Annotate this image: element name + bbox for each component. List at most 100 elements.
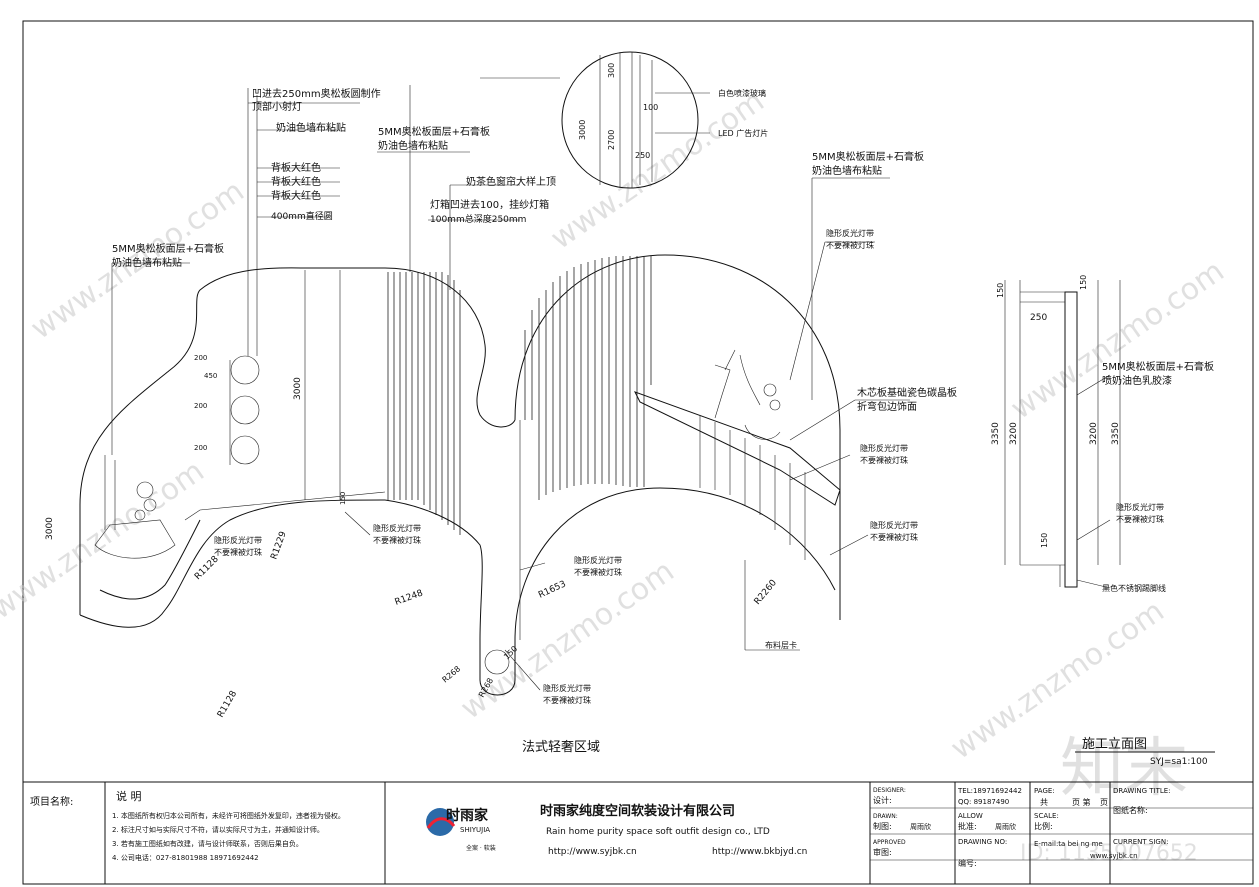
right-arch-elevation [479,254,841,696]
tb-page: PAGE: [1034,787,1055,795]
tb-email: E-mail:ta bei ng me [1034,840,1103,848]
logo-sub: 全案 · 软装 [466,844,496,852]
label-wallcloth: 奶油色墙布粘贴 [276,121,346,134]
tb-designer-cn: 设计: [873,795,892,805]
leader-lines [111,85,910,691]
label-led-g2: 不要裸被灯珠 [543,695,591,705]
label-shelf-2: 折弯包边饰面 [857,400,917,413]
label-lightbox-depth: 100mm总深度250mm [430,213,526,225]
dim-c200b: 200 [194,402,207,410]
label-sec-panel: 5MM奥松板面层+石膏板 [1102,360,1214,373]
tb-allow-name: 周雨欣 [995,822,1016,831]
company-name-en: Rain home purity space soft outfit desig… [546,827,770,837]
tb-page-cn3: 页 [1100,798,1108,807]
tb-allow-cn: 批准: [958,821,977,831]
dim-h3000-mid: 3000 [293,377,303,400]
label-spotlight: 顶部小射灯 [252,100,302,113]
label-led-h1: 隐形反光灯带 [1116,502,1164,512]
tb-current-sign: CURRENT SIGN: [1113,838,1168,846]
tb-designer-label: DESIGNER: [873,787,906,794]
dim-s150c: 150 [1040,533,1049,548]
dim-r2260: R2260 [753,578,780,607]
label-led-film: LED 广告灯片 [718,128,768,138]
dim-c450: 450 [204,372,217,380]
tb-page-cn2: 页 第 [1072,797,1091,807]
label-red-3: 背板大红色 [271,189,321,202]
watermark-text: www.znzmo.com [1005,254,1231,427]
label-cloth-card: 布料层卡 [765,640,797,650]
label-left-cloth: 奶油色墙布粘贴 [112,256,182,269]
label-led-g1: 隐形反光灯带 [543,683,591,693]
tb-drawing-title: DRAWING TITLE: [1113,787,1171,795]
label-led-d1: 隐形反光灯带 [373,523,421,533]
watermark-text: www.znzmo.com [0,454,211,627]
dim-3000: 3000 [578,120,587,140]
logo-en: SHIYUJIA [460,826,490,834]
dim-s150a: 150 [996,283,1005,298]
dim-r1229: R1229 [269,530,288,561]
tb-approved-cn: 审图: [873,847,892,857]
label-led-h2: 不要裸被灯珠 [1116,514,1164,524]
detail-circle [480,51,710,189]
label-recess: 凹进去250mm奥松板圆制作 [252,87,381,100]
dim-r1128b: R1128 [216,689,239,719]
region-title: 法式轻奢区域 [522,740,600,755]
tb-scale-cn: 比例: [1034,821,1053,831]
dim-h3000-left: 3000 [45,517,55,540]
title-block: 项目名称: 说 明 1. 本图纸所有权归本公司所有，未经许可将图纸外发复印，违者… [22,781,1254,885]
label-led-d2: 不要裸被灯珠 [373,535,421,545]
label-led-f1: 隐形反光灯带 [574,555,622,565]
left-wall-elevation [79,88,516,641]
tb-note-2: 2. 标注尺寸如与实际尺寸不符，请以实际尺寸为主，并通知设计师。 [112,825,324,834]
dim-300: 300 [607,63,616,78]
label-right-cloth: 奶油色墙布粘贴 [812,164,882,177]
tb-note-1: 1. 本图纸所有权归本公司所有，未经许可将图纸外发复印，违者视为侵权。 [112,811,345,820]
label-right-panel: 5MM奥松板面层+石膏板 [812,150,924,163]
dim-s3350a: 3350 [991,422,1001,445]
tb-draw-cn: 制图: [873,821,892,831]
label-led-c2: 不要裸被灯珠 [870,532,918,542]
label-led-c1: 隐形反光灯带 [870,520,918,530]
label-led-e2: 不要裸被灯珠 [214,547,262,557]
company-url-1: http://www.syjbk.cn [548,847,637,857]
label-led-a2: 不要裸被灯珠 [826,240,874,250]
watermark-id: ID: 1135907652 [1020,841,1198,866]
dim-s250: 250 [1030,313,1047,323]
dim-2700: 2700 [607,130,616,150]
tb-note-4: 4. 公司电话：027-81801988 18971692442 [112,853,259,862]
dim-c200c: 200 [194,444,207,452]
dim-r1653: R1653 [537,579,568,600]
dim-250: 250 [635,151,650,160]
label-red-2: 背板大红色 [271,175,321,188]
label-red-1: 背板大红色 [271,161,321,174]
label-lightbox: 灯箱凹进去100，挂纱灯箱 [430,198,549,211]
annotation-labels: 凹进去250mm奥松板圆制作 顶部小射灯 奶油色墙布粘贴 背板大红色 背板大红色… [112,87,1215,767]
tb-draw-name: 周雨欣 [910,822,931,831]
dim-r268a: R268 [441,664,463,684]
dim-s3200b: 3200 [1089,422,1099,445]
tb-tel: TEL:18971692442 [957,787,1022,795]
elevation-title: 施工立面图 [1082,737,1147,752]
dim-s3350b: 3350 [1111,422,1121,445]
tb-drawing-no-cn: 编号: [958,858,977,868]
tb-drawing-no: DRAWING NO: [958,838,1007,846]
company-logo: 时雨家 SHIYUJIA 全案 · 软装 [426,807,496,852]
dim-r1248: R1248 [394,588,425,607]
watermark-logo: 知末 [1060,732,1188,806]
company-url-2: http://www.bkbjyd.cn [712,847,807,857]
company-name-cn: 时雨家纯度空间软装设计有限公司 [540,803,735,819]
label-led-b2: 不要裸被灯珠 [860,455,908,465]
tb-note-3: 3. 若有施工图纸如有改建，请与设计师联系，否则后果自负。 [112,839,303,848]
dim-s3200a: 3200 [1009,422,1019,445]
tb-project-label: 项目名称: [30,795,73,808]
label-curtain: 奶茶色窗帘大样上顶 [466,175,556,188]
tb-drawing-title-cn: 图纸名称: [1113,805,1148,815]
tb-approved-label: APPROVED [873,839,906,846]
scale-label: SYJ=sa1:100 [1150,757,1208,767]
label-mid-panel: 5MM奥松板面层+石膏板 [378,125,490,138]
label-shelf-1: 木芯板基础瓷色碳晶板 [857,386,957,399]
logo-cn: 时雨家 [446,807,489,824]
dim-c200a: 200 [194,354,207,362]
label-led-b1: 隐形反光灯带 [860,443,908,453]
